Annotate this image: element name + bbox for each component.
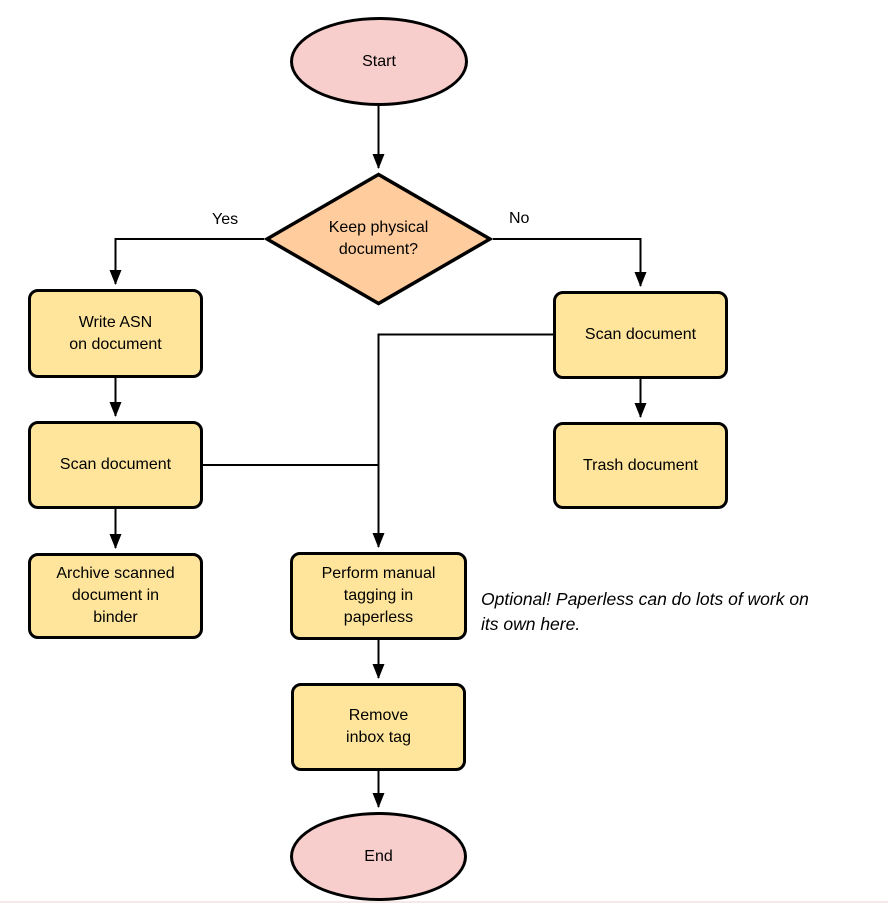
node-archive-binder: Archive scanned document in binder — [28, 553, 203, 639]
edge-scan-right-to-tagging — [372, 333, 553, 548]
node-write-asn: Write ASN on document — [28, 289, 203, 378]
edge-decision-no-to-scan-right — [493, 238, 647, 287]
node-scan-document-right: Scan document — [553, 291, 728, 379]
decision-label: Keep physical document? — [328, 219, 429, 258]
node-manual-tagging: Perform manual tagging in paperless — [290, 552, 467, 640]
bottom-hairline — [0, 901, 888, 903]
node-end: End — [290, 812, 467, 901]
annotation-optional-note: Optional! Paperless can do lots of work … — [481, 589, 809, 634]
node-start: Start — [290, 17, 468, 106]
edge-label-no: No — [509, 210, 530, 227]
node-remove-inbox-tag: Remove inbox tag — [291, 683, 466, 771]
edge-decision-yes-to-write-asn — [109, 238, 264, 285]
edge-label-yes: Yes — [212, 211, 239, 228]
node-decision-keep-physical: Keep physical document? — [264, 172, 493, 306]
node-scan-document-left: Scan document — [28, 421, 203, 509]
decision-diamond-shape — [264, 172, 493, 306]
node-trash-document: Trash document — [553, 422, 728, 509]
